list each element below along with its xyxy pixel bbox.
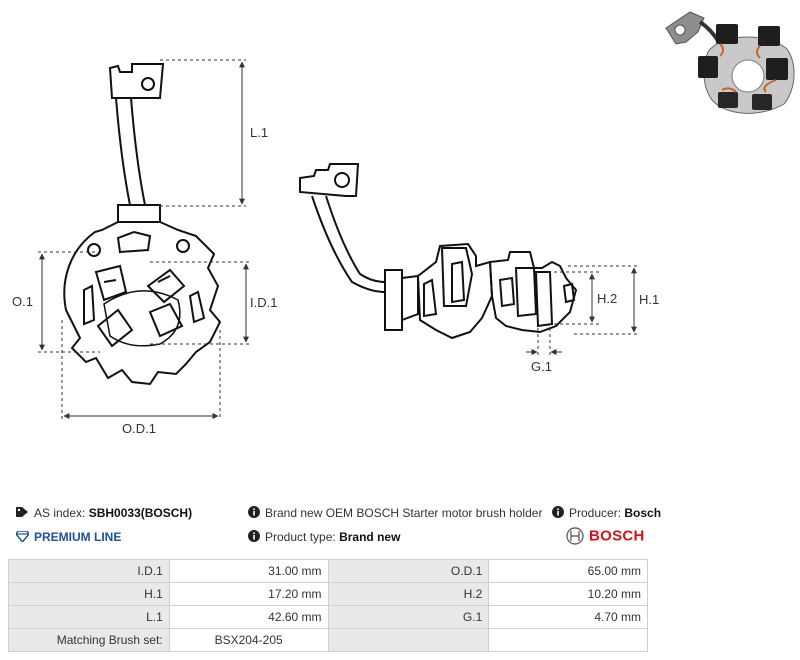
id1-dimension-label: I.D.1 <box>250 295 277 310</box>
od1-dimension-label: O.D.1 <box>122 421 156 436</box>
info-icon <box>248 506 260 521</box>
bosch-logo: BOSCH <box>566 527 645 548</box>
table-row: H.1 17.20 mm H.2 10.20 mm <box>8 582 648 606</box>
front-view-dimensions <box>38 59 250 420</box>
spec-label: O.D.1 <box>327 559 490 583</box>
spec-value: 10.20 mm <box>488 582 648 606</box>
spec-label: L.1 <box>8 605 170 629</box>
producer-label: Producer: <box>569 506 622 520</box>
premium-line-label: PREMIUM LINE <box>34 530 122 544</box>
spec-label: H.2 <box>327 582 490 606</box>
bosch-logo-text: BOSCH <box>589 527 645 545</box>
table-row: I.D.1 31.00 mm O.D.1 65.00 mm <box>8 559 648 583</box>
side-view-drawing <box>299 163 578 340</box>
spec-label: H.1 <box>8 582 170 606</box>
producer-value: Bosch <box>624 506 662 520</box>
h1-dimension-label: H.1 <box>639 292 659 307</box>
as-index: AS index: SBH0033(BOSCH) <box>16 506 192 521</box>
info-icon <box>552 506 564 521</box>
front-view-drawing <box>63 63 222 386</box>
side-view-dimensions <box>526 265 640 356</box>
spec-label: G.1 <box>327 605 490 629</box>
table-row: Matching Brush set: BSX204-205 <box>8 628 648 652</box>
spec-value <box>488 628 648 652</box>
spec-label: I.D.1 <box>8 559 170 583</box>
product-type-value: Brand new <box>339 530 401 544</box>
spec-value: BSX204-205 <box>168 628 329 652</box>
description: Brand new OEM BOSCH Starter motor brush … <box>248 506 542 521</box>
tag-icon <box>16 506 29 521</box>
specs-table: I.D.1 31.00 mm O.D.1 65.00 mm H.1 17.20 … <box>8 559 648 652</box>
premium-line-badge: PREMIUM LINE <box>15 530 122 545</box>
h2-dimension-label: H.2 <box>597 291 617 306</box>
as-index-label: AS index: <box>34 506 86 520</box>
spec-label: Matching Brush set: <box>8 628 170 652</box>
product-type-label: Product type: <box>265 530 336 544</box>
product-photo <box>656 0 800 120</box>
g1-dimension-label: G.1 <box>531 359 552 374</box>
spec-value: 42.60 mm <box>168 605 329 629</box>
description-text: Brand new OEM BOSCH Starter motor brush … <box>265 506 543 520</box>
spec-value: 31.00 mm <box>168 559 329 583</box>
bosch-armature-icon <box>566 527 584 548</box>
spec-label <box>327 628 490 652</box>
spec-value: 17.20 mm <box>168 582 329 606</box>
as-index-value: SBH0033(BOSCH) <box>88 506 193 520</box>
l1-dimension-label: L.1 <box>250 125 268 140</box>
producer: Producer: Bosch <box>552 506 661 521</box>
product-type: Product type: Brand new <box>248 530 400 545</box>
spec-value: 65.00 mm <box>488 559 648 583</box>
spec-value: 4.70 mm <box>488 605 648 629</box>
o1-dimension-label: O.1 <box>12 294 33 309</box>
table-row: L.1 42.60 mm G.1 4.70 mm <box>8 605 648 629</box>
diamond-icon <box>15 530 30 545</box>
info-icon <box>248 530 260 545</box>
technical-drawing: L.1 O.1 I.D.1 O.D.1 H.2 H.1 G.1 <box>12 0 800 436</box>
